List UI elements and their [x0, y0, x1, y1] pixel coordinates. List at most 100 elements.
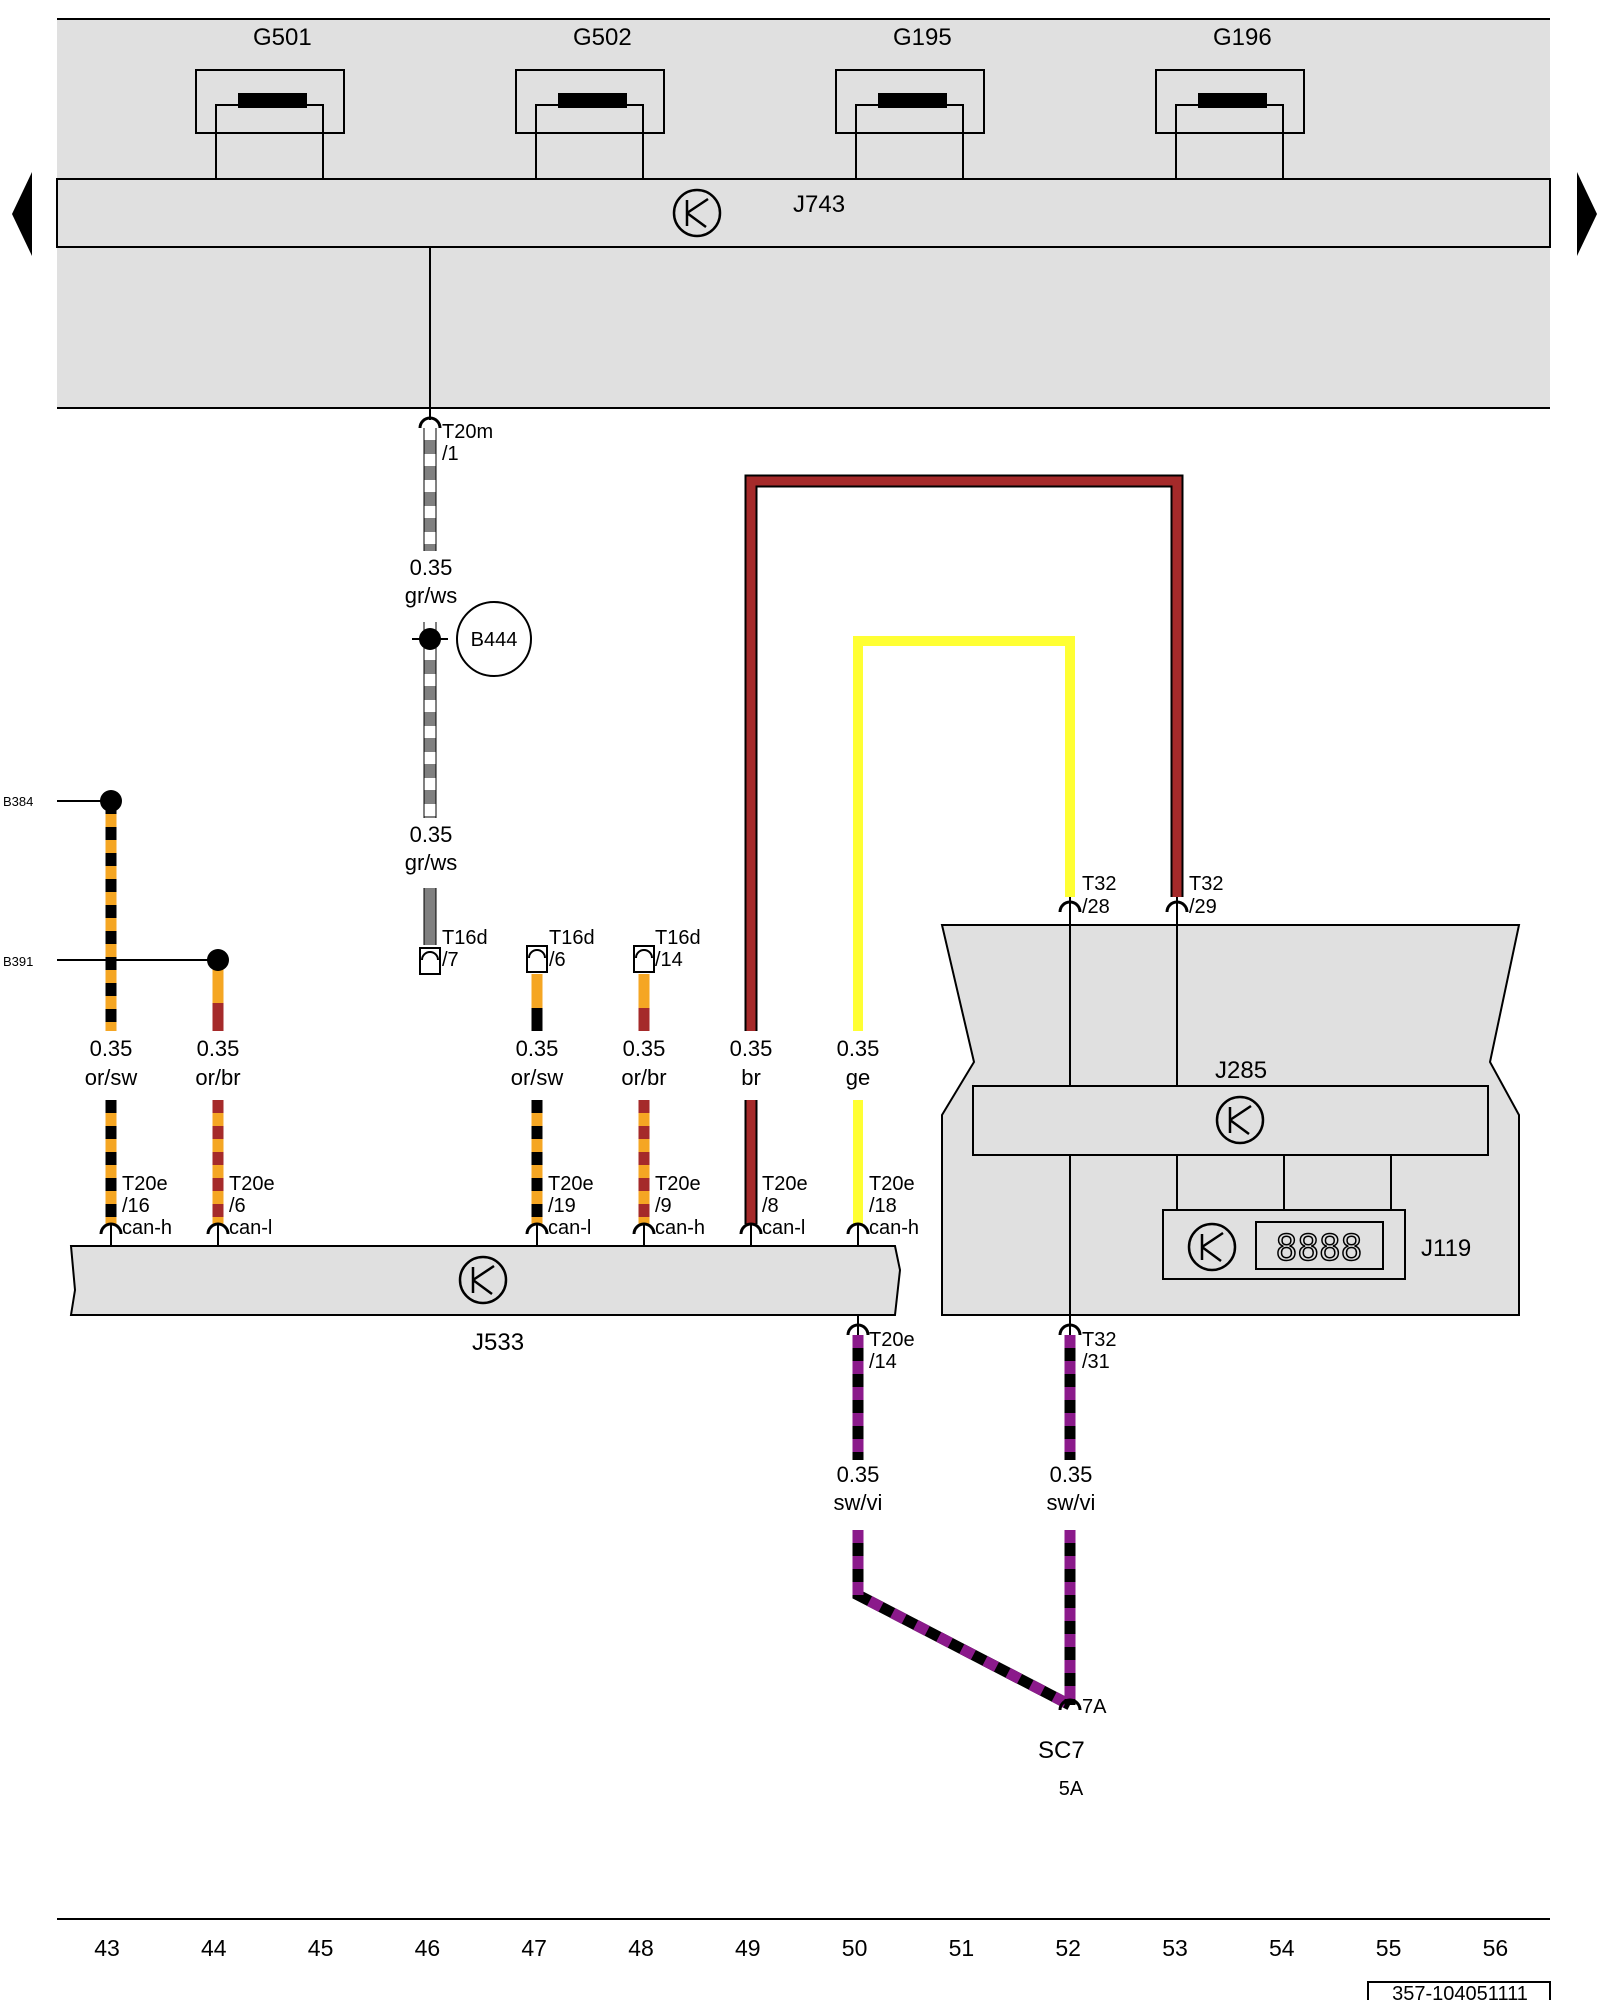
- t20e6-signal: can-l: [229, 1217, 272, 1239]
- j119-label: J119: [1421, 1235, 1471, 1262]
- j743-label: J743: [793, 191, 845, 218]
- w52-color: sw/vi: [1047, 1490, 1096, 1515]
- t20e19-signal: can-l: [548, 1217, 591, 1239]
- wire-46-upper: [423, 428, 437, 551]
- column-number: 46: [415, 1935, 441, 1961]
- t20m-pin: /1: [442, 443, 459, 465]
- t20e18-signal: can-h: [869, 1217, 919, 1239]
- w49-color: br: [741, 1065, 761, 1090]
- display-digits: 8888: [1276, 1228, 1363, 1269]
- w52-size: 0.35: [1050, 1462, 1093, 1487]
- w44-size: 0.35: [197, 1036, 240, 1061]
- wire-50-swvi: [852, 1335, 1073, 1710]
- w47-size: 0.35: [516, 1036, 559, 1061]
- j533-transistor-symbol-icon: [458, 1255, 508, 1305]
- sensor-g502: [515, 69, 665, 178]
- column-number: 52: [1055, 1935, 1081, 1961]
- t20m-name: T20m: [442, 421, 493, 443]
- b444-label: B444: [471, 629, 518, 651]
- t32-28-pin: /28: [1082, 896, 1110, 918]
- t20e9-name: T20e: [655, 1173, 701, 1195]
- j119-display: 8888: [1162, 1209, 1406, 1280]
- t16d7-pin: /7: [442, 949, 459, 971]
- sensor-g501: [195, 69, 345, 178]
- w43-color: or/sw: [85, 1065, 138, 1090]
- t20e9-signal: can-h: [655, 1217, 705, 1239]
- w46a-size: 0.35: [410, 555, 453, 580]
- transistor-symbol-icon: [672, 188, 722, 238]
- wire-49-br: [744, 474, 1184, 1224]
- b444-circle: [456, 601, 532, 677]
- wire-46-stub: [423, 888, 437, 945]
- w44-color: or/br: [195, 1065, 240, 1090]
- t16d14-name: T16d: [655, 927, 701, 949]
- t20e14-pin: /14: [869, 1351, 897, 1373]
- column-number: 54: [1269, 1935, 1295, 1961]
- reference-box: [1367, 1981, 1551, 2000]
- left-arrow-icon[interactable]: [12, 172, 32, 256]
- w46b-color: gr/ws: [405, 850, 458, 875]
- t20e19-name: T20e: [548, 1173, 594, 1195]
- column-number: 51: [949, 1935, 975, 1961]
- j119-transistor-symbol-icon: [1187, 1222, 1237, 1272]
- t20e8-signal: can-l: [762, 1217, 805, 1239]
- right-arrow-icon[interactable]: [1577, 172, 1597, 256]
- t16d6-pin: /6: [549, 949, 566, 971]
- t20e8-name: T20e: [762, 1173, 808, 1195]
- t20e18-name: T20e: [869, 1173, 915, 1195]
- b391-label: B391: [3, 954, 33, 969]
- column-number: 45: [308, 1935, 334, 1961]
- sensor-g196: [1155, 69, 1305, 178]
- j285-transistor-symbol-icon: [1215, 1095, 1265, 1145]
- g195-label: G195: [893, 24, 952, 51]
- connectors-t20e-row: [99, 1222, 870, 1246]
- b384-label: B384: [3, 794, 33, 809]
- t32-28-name: T32: [1082, 873, 1116, 895]
- column-number: 50: [842, 1935, 868, 1961]
- splice-b384-dot: [100, 790, 122, 812]
- t20e16-pin: /16: [122, 1195, 150, 1217]
- g196-label: G196: [1213, 24, 1272, 51]
- column-number: 56: [1483, 1935, 1509, 1961]
- sensor-g195: [835, 69, 985, 178]
- w48-size: 0.35: [623, 1036, 666, 1061]
- wire-46-lower: [423, 622, 437, 818]
- t20e18-pin: /18: [869, 1195, 897, 1217]
- t20e16-signal: can-h: [122, 1217, 172, 1239]
- wire-50-ge: [853, 636, 1075, 1224]
- t20e14-name: T20e: [869, 1329, 915, 1351]
- w50-size: 0.35: [837, 1036, 880, 1061]
- column-number: 48: [628, 1935, 654, 1961]
- j743-housing: [56, 18, 1551, 409]
- fuse-sc7-connector: [1058, 1698, 1082, 1711]
- column-number: 53: [1162, 1935, 1188, 1961]
- connector-t20m: [418, 416, 442, 429]
- w48-color: or/br: [621, 1065, 666, 1090]
- sc7-pin: 7A: [1082, 1696, 1107, 1718]
- w50-color: ge: [846, 1065, 870, 1090]
- w50b-size: 0.35: [837, 1462, 880, 1487]
- g501-label: G501: [253, 24, 312, 51]
- t32-29-name: T32: [1189, 873, 1223, 895]
- t32-31-name: T32: [1082, 1329, 1116, 1351]
- w43-size: 0.35: [90, 1036, 133, 1061]
- sc7-rating: 5A: [1059, 1778, 1084, 1800]
- t20e6-name: T20e: [229, 1173, 275, 1195]
- j533-housing: [69, 1245, 902, 1316]
- t16d7-name: T16d: [442, 927, 488, 949]
- t20e16-name: T20e: [122, 1173, 168, 1195]
- g502-label: G502: [573, 24, 632, 51]
- t20e9-pin: /9: [655, 1195, 672, 1217]
- w47-color: or/sw: [511, 1065, 564, 1090]
- column-number: 44: [201, 1935, 227, 1961]
- reference-number: 357-104051111: [1392, 1983, 1528, 2000]
- column-number: 55: [1376, 1935, 1402, 1961]
- t32-31-pin: /31: [1082, 1351, 1110, 1373]
- t32-29-pin: /29: [1189, 896, 1217, 918]
- t16d6-name: T16d: [549, 927, 595, 949]
- splice-b391-dot: [207, 949, 229, 971]
- column-number: 43: [94, 1935, 120, 1961]
- j285-label: J285: [1215, 1057, 1267, 1084]
- t20e19-pin: /19: [548, 1195, 576, 1217]
